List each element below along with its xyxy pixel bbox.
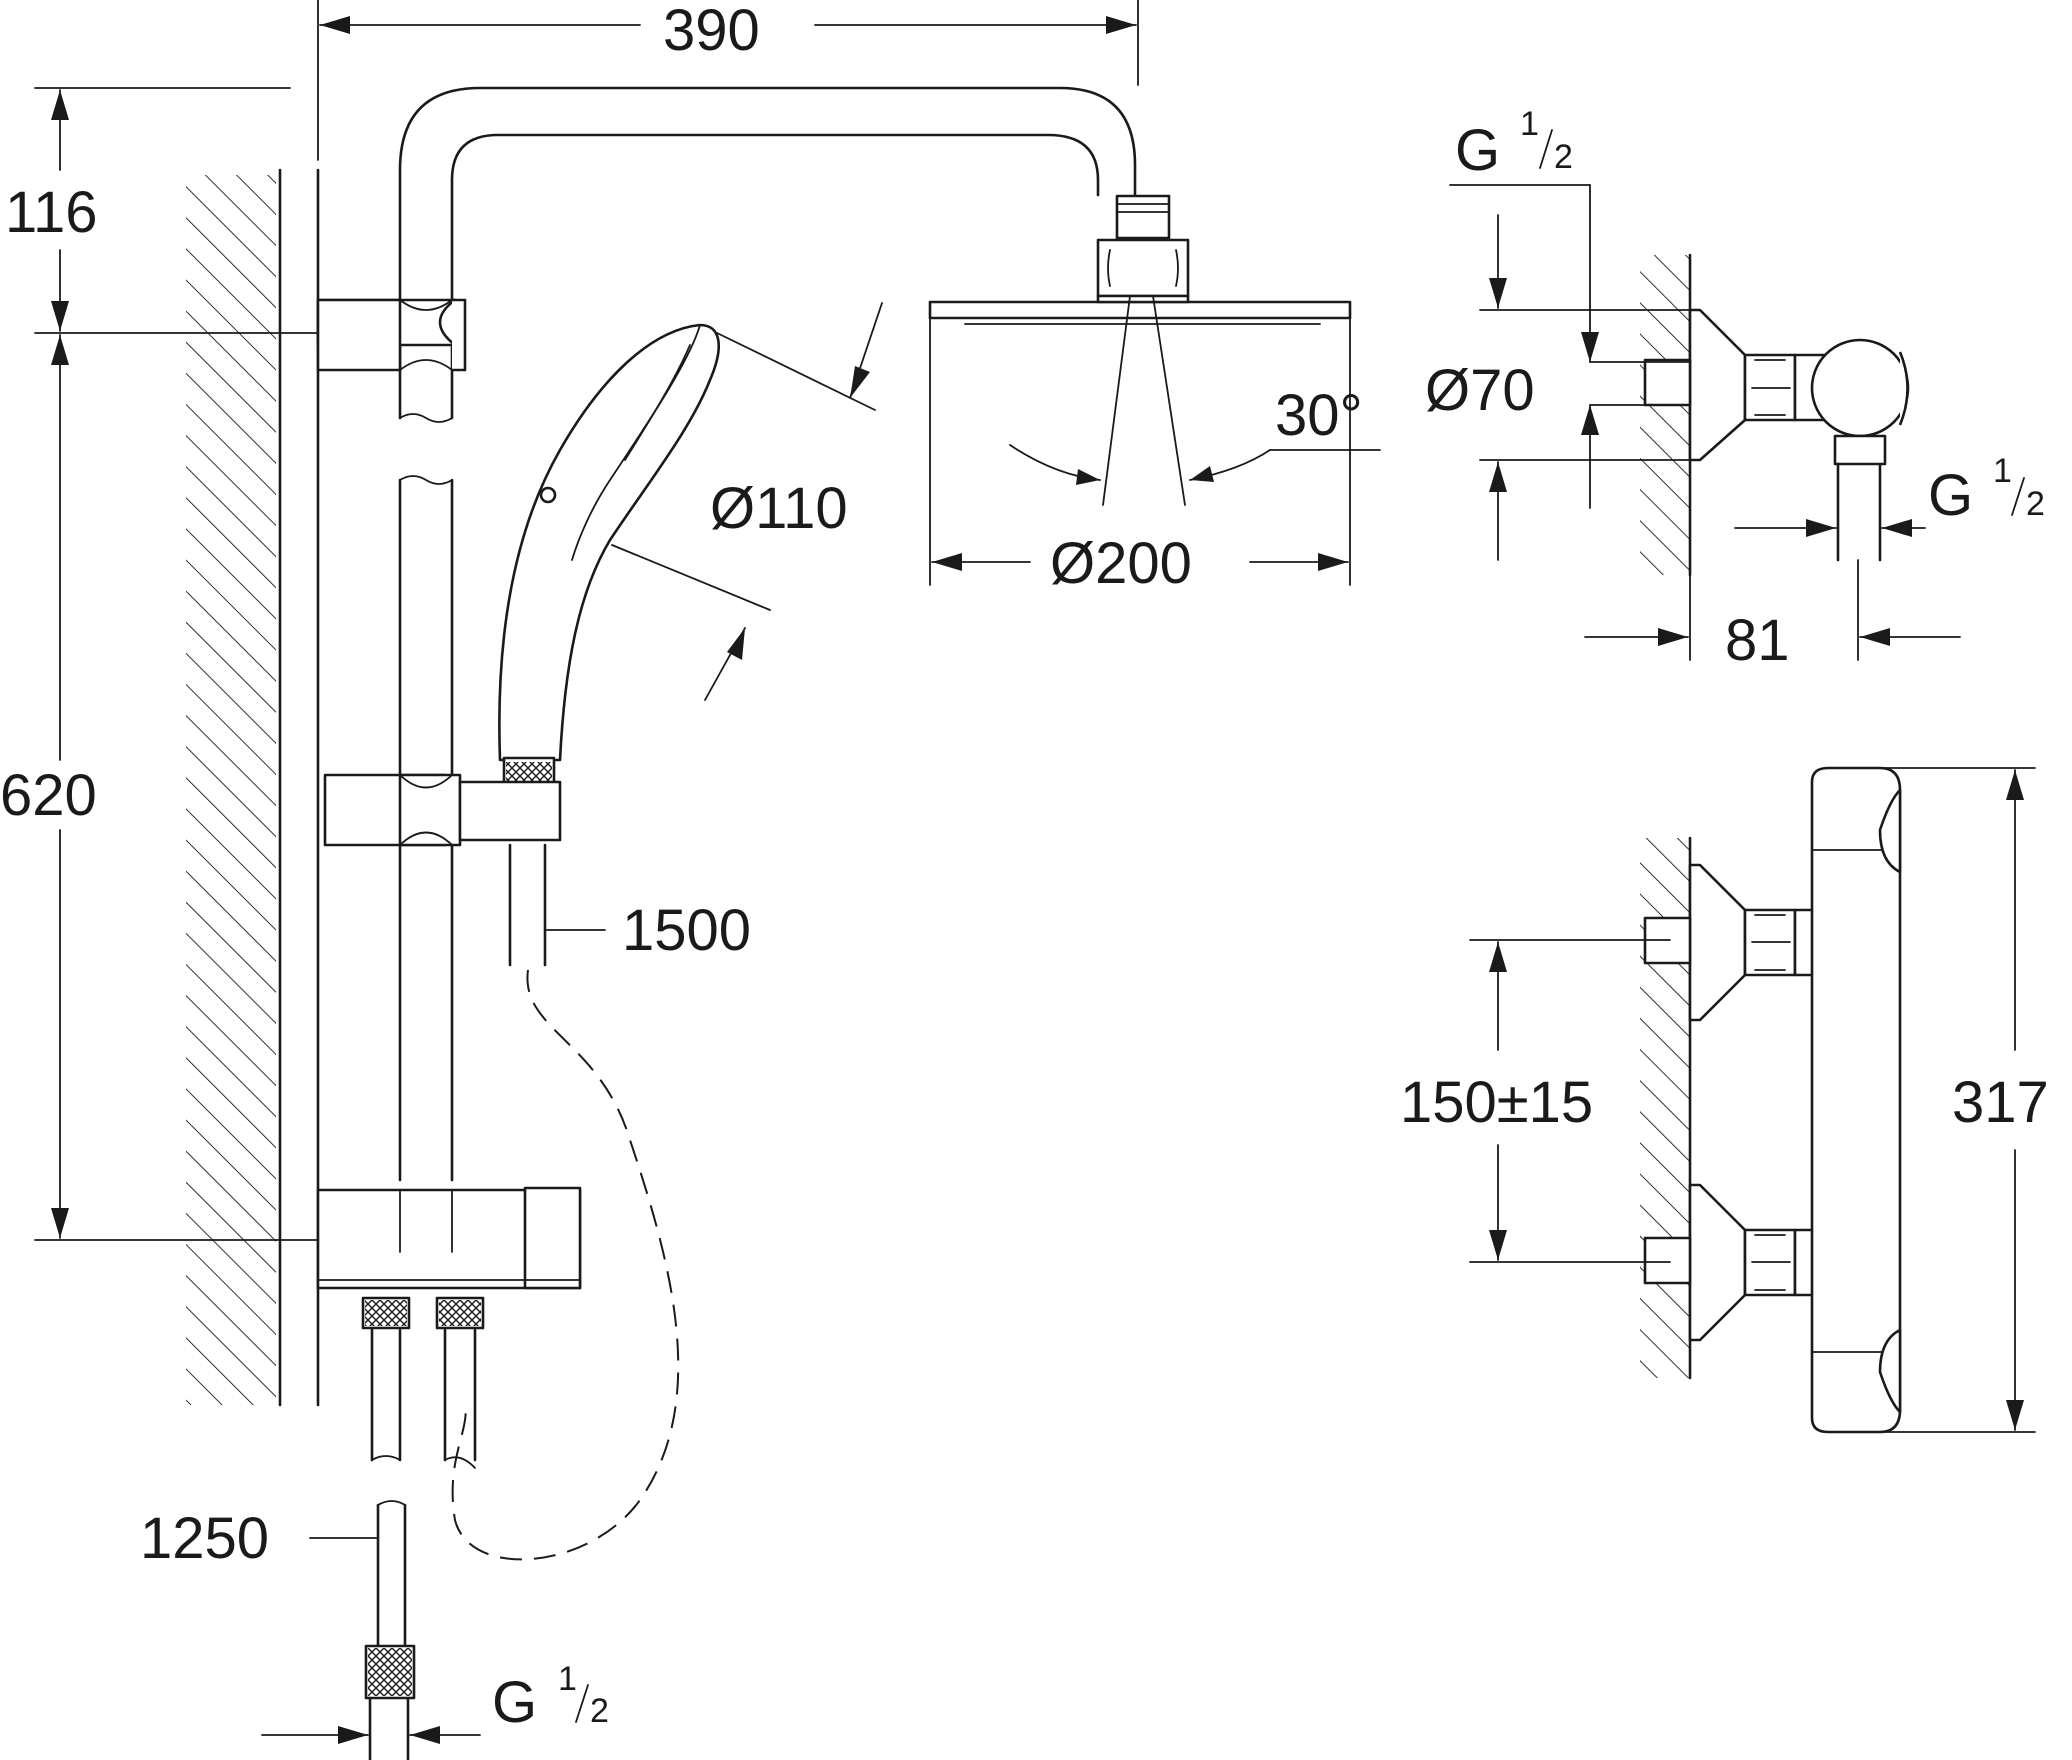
hose-1500: 1500 xyxy=(451,898,751,1561)
dim-height-620: 620 xyxy=(0,334,319,1241)
thread-right-den: 2 xyxy=(2026,485,2045,523)
depth-81-label: 81 xyxy=(1725,608,1790,673)
dim-hand-diameter: Ø110 xyxy=(611,302,883,701)
thread-bottom-num: 1 xyxy=(558,1660,577,1698)
dim-height-116: 116 xyxy=(5,87,319,334)
thread-top: G 1 2 xyxy=(1449,105,1691,509)
thread-bottom-letter: G xyxy=(492,1670,537,1735)
dim-width-390: 390 xyxy=(317,0,1139,161)
hose-1250: 1250 xyxy=(140,1506,379,1571)
head-diameter-label: Ø200 xyxy=(1050,531,1192,596)
bottom-hose xyxy=(364,1500,416,1760)
thread-right: G 1 2 xyxy=(1734,452,2045,537)
dim-spacing: 150±15 xyxy=(1400,939,1671,1263)
angle-indicator: 30° xyxy=(1009,295,1381,506)
wall-hatch-main xyxy=(186,168,320,1407)
hand-shower-holder xyxy=(323,773,562,967)
valve-side-view xyxy=(1643,308,1910,562)
angle-label: 30° xyxy=(1275,383,1363,448)
dim-head-diameter: Ø200 xyxy=(929,317,1351,596)
wall-hatch-top-right xyxy=(1640,253,1692,577)
thread-bottom: G 1 2 xyxy=(261,1660,609,1744)
thread-top-letter: G xyxy=(1455,118,1500,183)
hose-1500-label: 1500 xyxy=(622,898,751,963)
dim-depth-81: 81 xyxy=(1584,559,1961,673)
length-317-label: 317 xyxy=(1952,1070,2049,1135)
dim-length-317: 317 xyxy=(1879,767,2049,1433)
thread-top-den: 2 xyxy=(1554,138,1573,176)
height-116-label: 116 xyxy=(5,180,97,245)
rosette-diameter-label: Ø70 xyxy=(1425,358,1535,423)
thread-bottom-den: 2 xyxy=(590,1692,609,1730)
wall-bracket-top xyxy=(316,298,467,372)
hand-diameter-label: Ø110 xyxy=(710,476,848,541)
dim-rosette-diameter: Ø70 xyxy=(1425,214,1691,561)
thread-right-num: 1 xyxy=(1993,452,2012,490)
shower-head xyxy=(928,194,1352,325)
thermostat-body xyxy=(1643,766,1902,1434)
height-620-label: 620 xyxy=(0,763,97,828)
spacing-label: 150±15 xyxy=(1400,1070,1593,1135)
width-390-label: 390 xyxy=(663,0,760,63)
hose-1250-label: 1250 xyxy=(140,1506,269,1571)
diverter-body xyxy=(316,1186,582,1469)
hand-shower xyxy=(498,323,720,790)
thread-top-num: 1 xyxy=(1520,105,1539,143)
thread-right-letter: G xyxy=(1928,463,1973,528)
